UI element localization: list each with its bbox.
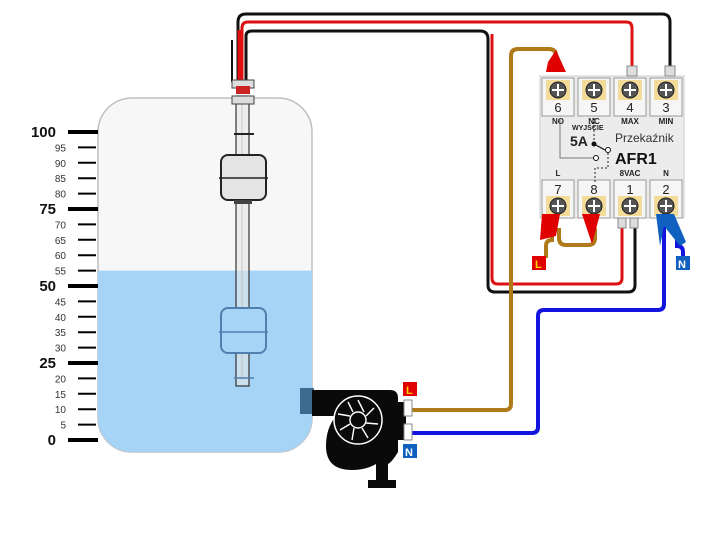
terminal-name: NC [588,117,600,126]
wire-blue-neutral [410,226,666,435]
badge-relay-neutral: N [676,256,690,271]
svg-text:N: N [678,259,686,271]
float-lower [220,307,267,354]
crimp-terminals [540,50,686,246]
output-rating: 5A [570,133,588,149]
terminal-name: MIN [659,117,674,126]
minor-tick-label: 55 [55,267,67,278]
badge-pump-live: L [403,382,417,397]
terminal-number: 2 [662,182,669,197]
impeller-icon [337,399,379,441]
float-switch [219,79,268,387]
svg-text:N: N [405,447,413,459]
minor-tick-label: 10 [55,405,67,416]
terminal-number: 5 [590,100,597,115]
badge-pump-neutral: N [403,444,417,459]
level-scale: 100 75 50 25 0 95 90 85 80 70 65 60 55 45 40 35 30 20 15 10… [31,124,98,449]
wire-blue-N-feed [675,226,685,258]
terminal-2[interactable]: 2N [649,169,683,219]
minor-tick-label: 70 [55,220,67,231]
terminal-7[interactable]: 7L [541,169,575,219]
major-tick-label: 75 [39,201,56,218]
minor-tick-label: 5 [60,421,66,432]
terminal-number: 7 [554,182,561,197]
relay-model: AFR1 [615,151,657,168]
major-tick-label: 100 [31,124,56,141]
terminal-6[interactable]: 6NO [541,77,575,126]
output-label: WYJŚCIE [572,123,604,132]
minor-tick-label: 40 [55,313,67,324]
minor-tick-label: 20 [55,374,67,385]
minor-tick-label: 30 [55,344,67,355]
terminal-number: 1 [626,182,633,197]
wire-brown-L-feed [544,226,554,258]
minor-tick-label: 65 [55,236,67,247]
minor-tick-label: 95 [55,143,67,154]
minor-tick-label: 15 [55,390,67,401]
relay-name: Przekaźnik [615,131,675,145]
pump [300,388,413,488]
terminal-name: NO [552,117,564,126]
terminal-number: 6 [554,100,561,115]
svg-text:L: L [406,385,413,397]
sensor-cable [231,12,672,294]
terminal-name: MAX [621,117,639,126]
minor-tick-label: 60 [55,251,67,262]
terminal-name: 8VAC [620,169,641,178]
major-tick-label: 0 [48,432,56,449]
wire-brown-live [410,47,558,412]
minor-tick-label: 85 [55,174,67,185]
terminal-5[interactable]: 5NC [577,77,611,126]
terminal-number: 3 [662,100,669,115]
minor-tick-label: 45 [55,297,67,308]
minor-tick-label: 80 [55,190,67,201]
tank [97,97,313,453]
minor-tick-label: 35 [55,328,67,339]
minor-tick-label: 90 [55,159,67,170]
terminal-number: 4 [626,100,633,115]
wire-brown-jumper [557,228,597,247]
water-level [98,270,312,452]
major-tick-label: 50 [39,278,56,295]
terminal-name: L [556,169,561,178]
svg-text:L: L [535,259,542,271]
wire-red-8vac [490,34,624,286]
terminal-number: 8 [590,182,597,197]
major-tick-label: 25 [39,355,56,372]
terminal-8[interactable]: 8 [577,179,611,219]
terminal-name: N [663,169,669,178]
terminal-1[interactable]: 1 8VAC [613,169,647,219]
badge-relay-live: L [532,256,546,271]
